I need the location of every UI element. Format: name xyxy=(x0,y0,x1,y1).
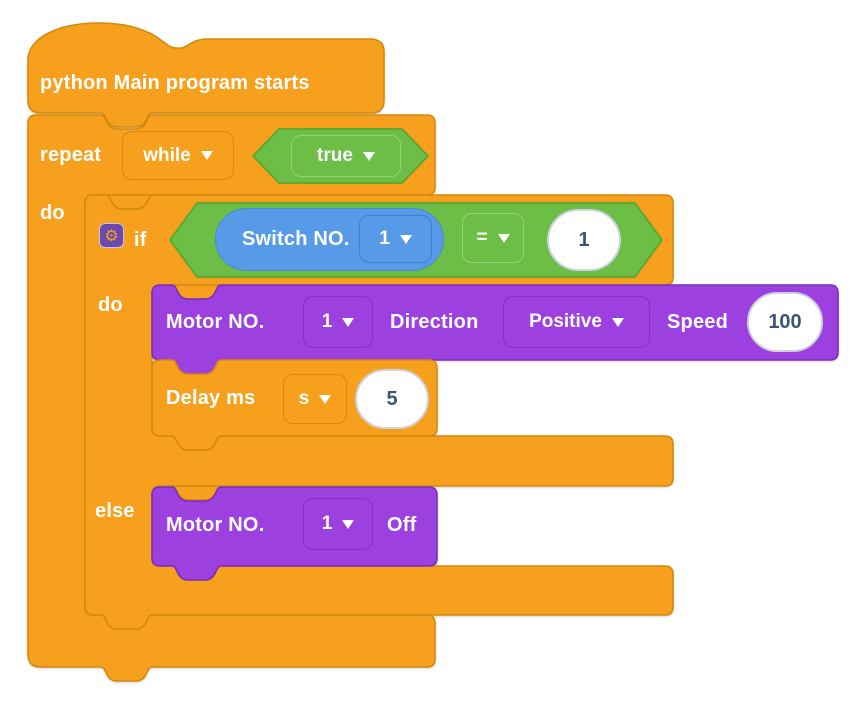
delay-value-input[interactable]: 5 xyxy=(355,369,429,429)
loop-condition-value: true xyxy=(317,145,353,166)
loop-condition-dropdown[interactable]: true xyxy=(291,135,401,177)
switch-sensor-block[interactable]: Switch NO. 1 xyxy=(215,208,444,271)
speed-value-input[interactable]: 100 xyxy=(747,292,823,352)
direction-dropdown[interactable]: Positive xyxy=(503,296,650,348)
chevron-down-icon xyxy=(611,317,624,327)
motor-on-label: Motor NO. xyxy=(166,310,265,333)
chevron-down-icon xyxy=(497,233,510,243)
else-label: else xyxy=(95,499,135,522)
repeat-mode-value: while xyxy=(143,144,191,166)
repeat-label: repeat xyxy=(40,143,102,166)
delay-unit-dropdown[interactable]: s xyxy=(283,374,347,424)
chevron-down-icon xyxy=(200,151,213,160)
main-program-label: python Main program starts xyxy=(40,71,310,94)
motor-off-block-body[interactable] xyxy=(151,486,438,581)
gear-icon[interactable]: ⚙ xyxy=(99,223,124,248)
main-program-hat-block-body[interactable] xyxy=(27,22,385,128)
direction-label: Direction xyxy=(390,310,479,333)
speed-label: Speed xyxy=(667,310,729,333)
direction-value: Positive xyxy=(529,311,602,332)
motor-on-number-value: 1 xyxy=(321,311,333,332)
chevron-down-icon xyxy=(342,317,355,327)
repeat-do-label: do xyxy=(40,201,65,224)
delay-label: Delay ms xyxy=(166,386,256,409)
operator-dropdown[interactable]: = xyxy=(462,213,524,263)
switch-number-value: 1 xyxy=(379,228,390,249)
motor-off-state-label: Off xyxy=(387,513,417,536)
motor-off-label: Motor NO. xyxy=(166,513,265,536)
chevron-down-icon xyxy=(319,394,332,404)
motor-off-number-value: 1 xyxy=(321,513,333,534)
if-label: if xyxy=(134,228,147,251)
switch-number-dropdown[interactable]: 1 xyxy=(359,215,432,263)
motor-off-number-dropdown[interactable]: 1 xyxy=(303,498,373,550)
delay-unit-value: s xyxy=(298,388,310,409)
if-do-label: do xyxy=(98,293,123,316)
motor-on-block-body[interactable] xyxy=(151,284,839,375)
repeat-mode-dropdown[interactable]: while xyxy=(122,131,234,180)
chevron-down-icon xyxy=(399,234,412,244)
chevron-down-icon xyxy=(362,151,375,161)
compare-value-input[interactable]: 1 xyxy=(547,209,621,271)
switch-label: Switch NO. xyxy=(242,227,350,250)
motor-on-number-dropdown[interactable]: 1 xyxy=(303,296,373,348)
chevron-down-icon xyxy=(342,519,355,529)
operator-value: = xyxy=(476,227,488,248)
